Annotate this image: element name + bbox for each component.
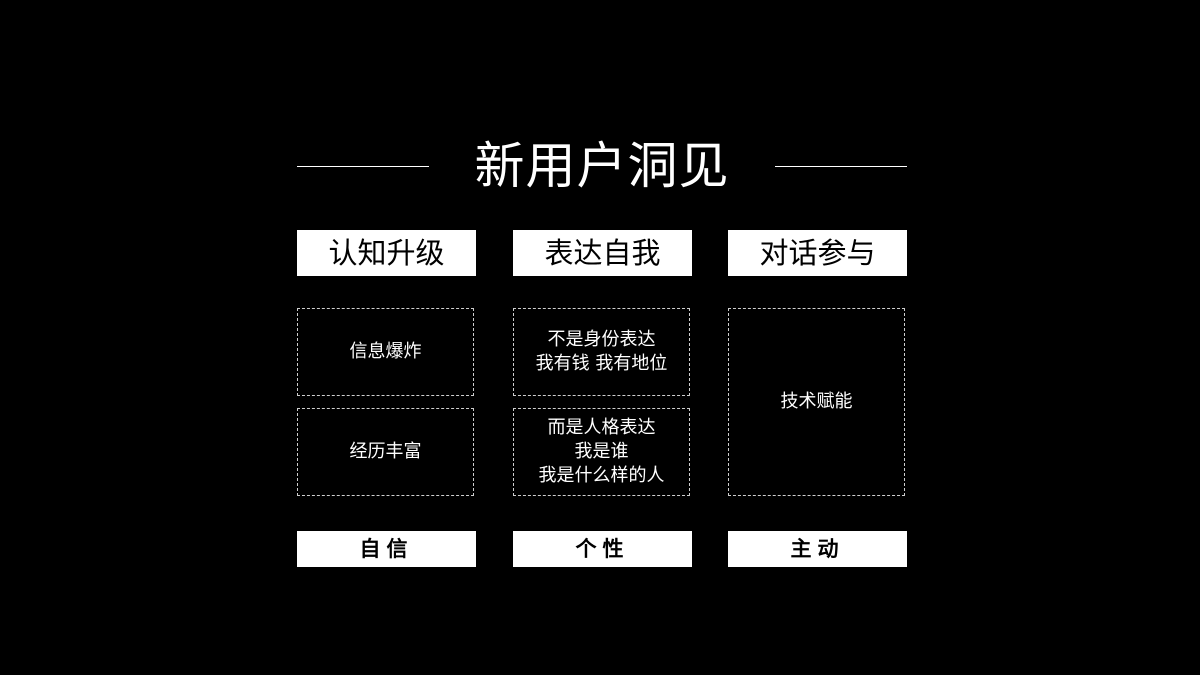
insight-box-top: 信息爆炸 [297, 308, 474, 396]
title-divider-right [775, 166, 907, 167]
column-footer: 自信 [297, 531, 476, 567]
column-header: 认知升级 [297, 230, 476, 276]
insight-box-bottom: 而是人格表达 我是谁 我是什么样的人 [513, 408, 690, 496]
page-title: 新用户洞见 [474, 137, 730, 195]
insight-box-full: 技术赋能 [728, 308, 905, 496]
column-footer: 个性 [513, 531, 692, 567]
column-footer: 主动 [728, 531, 907, 567]
insight-box-bottom: 经历丰富 [297, 408, 474, 496]
title-row: 新用户洞见 [297, 134, 907, 198]
column-header: 表达自我 [513, 230, 692, 276]
insight-box-top: 不是身份表达 我有钱 我有地位 [513, 308, 690, 396]
title-divider-left [297, 166, 429, 167]
column-header: 对话参与 [728, 230, 907, 276]
